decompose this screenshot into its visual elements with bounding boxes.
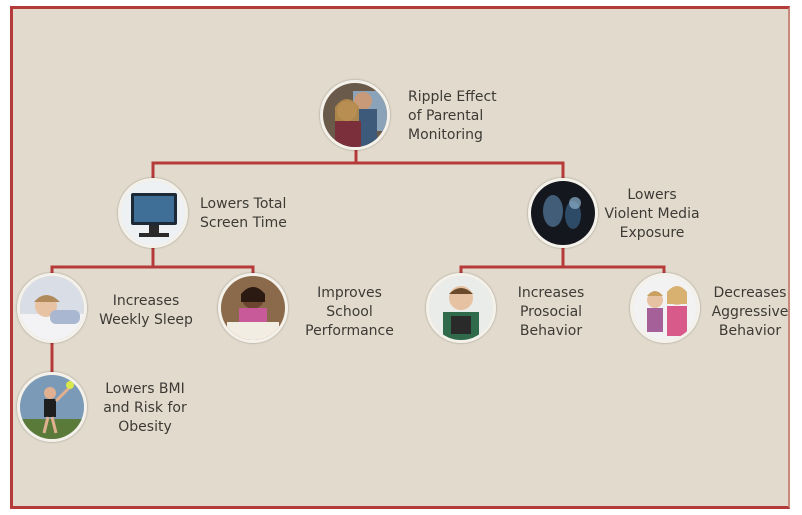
- diagram-panel: [10, 6, 790, 509]
- violent-photo: [528, 178, 598, 248]
- sleep-photo: [17, 273, 87, 343]
- bmi-photo: [17, 372, 87, 442]
- school-photo: [218, 273, 288, 343]
- screen-photo: [118, 178, 188, 248]
- connector-root-children: [151, 161, 565, 190]
- connector-screen-children: [50, 265, 255, 285]
- connector-violent-children: [459, 265, 666, 285]
- aggressive-photo: [630, 273, 700, 343]
- prosocial-photo: [426, 273, 496, 343]
- root-photo: [320, 80, 390, 150]
